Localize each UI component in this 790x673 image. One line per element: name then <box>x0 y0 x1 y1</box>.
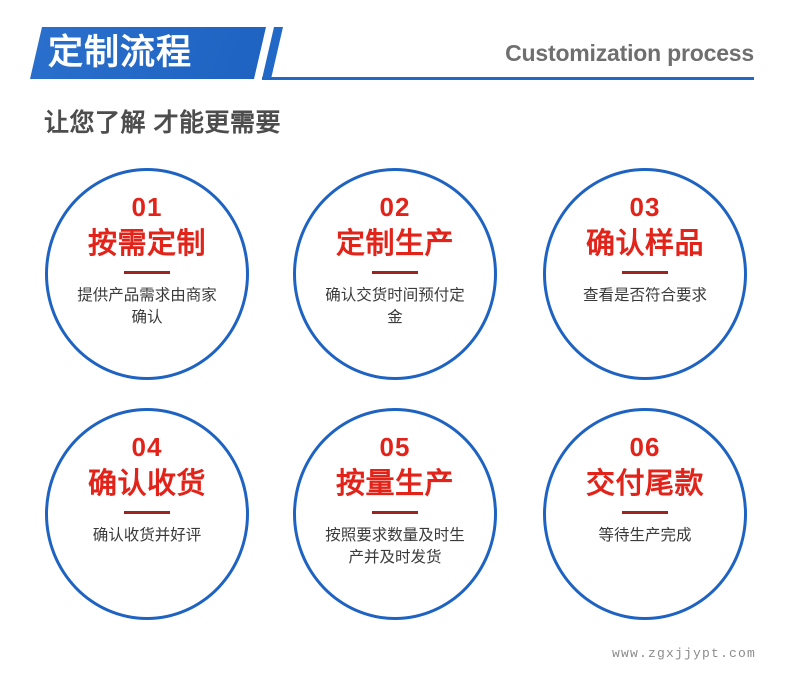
step-description: 查看是否符合要求 <box>582 287 707 304</box>
step-description: 提供产品需求由商家确认 <box>77 287 217 327</box>
step-divider-rule <box>124 271 170 274</box>
header-underline-rule <box>262 77 754 80</box>
process-step-02[interactable]: 02 定制生产 确认交货时间预付定金 <box>293 168 497 380</box>
process-steps-grid: 01 按需定制 提供产品需求由商家确认 02 定制生产 确认交货时间预付定金 0… <box>0 168 790 648</box>
step-content: 02 定制生产 确认交货时间预付定金 <box>293 168 497 380</box>
step-circle-outline <box>45 408 249 620</box>
step-divider-rule <box>622 271 668 274</box>
step-description: 等待生产完成 <box>598 527 692 544</box>
process-step-05[interactable]: 05 按量生产 按照要求数量及时生产并及时发货 <box>293 408 497 620</box>
process-step-04[interactable]: 04 确认收货 确认收货并好评 <box>45 408 249 620</box>
step-description: 确认交货时间预付定金 <box>325 287 465 327</box>
step-number: 03 <box>629 192 661 222</box>
step-title: 交付尾款 <box>585 468 704 500</box>
process-step-01[interactable]: 01 按需定制 提供产品需求由商家确认 <box>45 168 249 380</box>
step-circle-outline <box>543 168 747 380</box>
page-header: 定制流程 Customization process <box>0 0 790 92</box>
step-circle-outline <box>543 408 747 620</box>
step-circle-outline <box>293 408 497 620</box>
step-title: 按需定制 <box>87 228 206 260</box>
step-content: 05 按量生产 按照要求数量及时生产并及时发货 <box>293 408 497 620</box>
step-title: 按量生产 <box>335 468 454 500</box>
step-title: 定制生产 <box>335 228 454 260</box>
process-step-06[interactable]: 06 交付尾款 等待生产完成 <box>543 408 747 620</box>
step-content: 06 交付尾款 等待生产完成 <box>543 408 747 620</box>
step-divider-rule <box>124 511 170 514</box>
step-description: 按照要求数量及时生产并及时发货 <box>325 527 465 567</box>
step-title: 确认收货 <box>87 468 206 500</box>
step-number: 06 <box>629 432 661 462</box>
step-number: 02 <box>379 192 411 222</box>
step-number: 05 <box>379 432 411 462</box>
banner-slash-accent <box>261 27 284 79</box>
step-circle-outline <box>293 168 497 380</box>
process-step-03[interactable]: 03 确认样品 查看是否符合要求 <box>543 168 747 380</box>
step-content: 04 确认收货 确认收货并好评 <box>45 408 249 620</box>
process-steps-row-1: 01 按需定制 提供产品需求由商家确认 02 定制生产 确认交货时间预付定金 0… <box>0 168 790 408</box>
banner-english-title: Customization process <box>505 40 754 66</box>
process-steps-row-2: 04 确认收货 确认收货并好评 05 按量生产 按照要求数量及时生产并及时发货 … <box>0 408 790 648</box>
step-content: 01 按需定制 提供产品需求由商家确认 <box>45 168 249 380</box>
banner-title: 定制流程 <box>48 33 193 72</box>
step-divider-rule <box>372 271 418 274</box>
step-content: 03 确认样品 查看是否符合要求 <box>543 168 747 380</box>
step-divider-rule <box>372 511 418 514</box>
step-divider-rule <box>622 511 668 514</box>
site-watermark: www.zgxjjypt.com <box>611 646 756 661</box>
step-title: 确认样品 <box>585 228 704 260</box>
step-circle-outline <box>45 168 249 380</box>
step-number: 04 <box>131 432 163 462</box>
step-number: 01 <box>131 192 163 222</box>
step-description: 确认收货并好评 <box>92 527 202 544</box>
page-subtitle: 让您了解 才能更需要 <box>44 109 281 137</box>
